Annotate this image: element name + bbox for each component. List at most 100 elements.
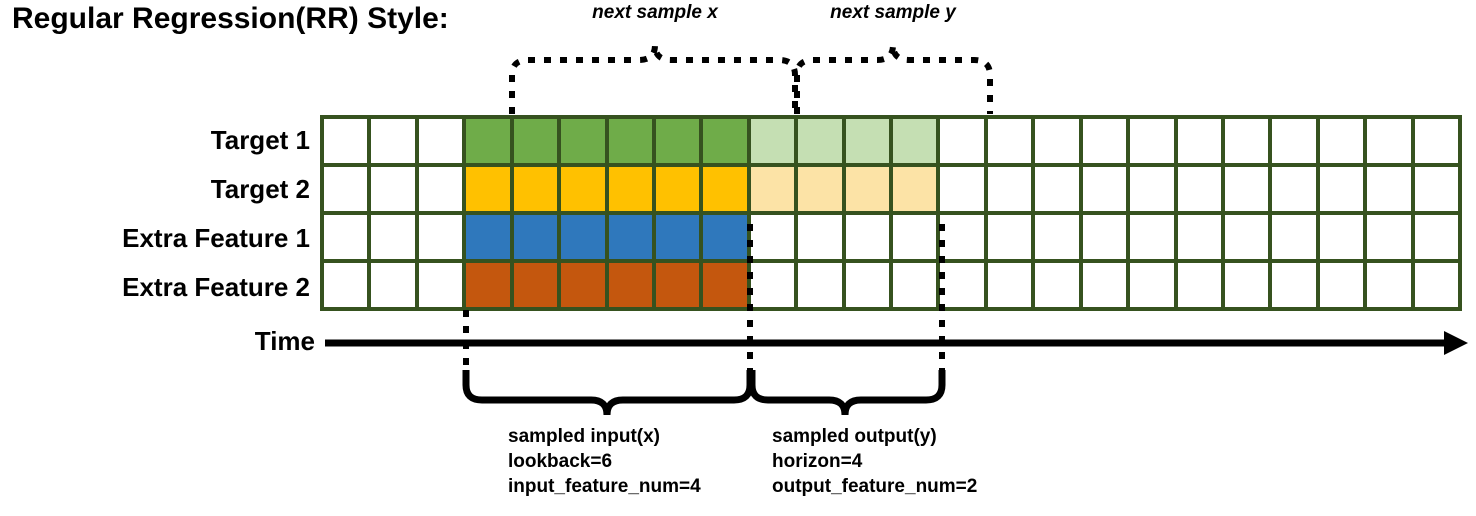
grid-cell-extra-feature-1-19 (1224, 215, 1269, 259)
grid-cell-extra-feature-2-15 (1035, 263, 1079, 307)
grid-cell-target-1-8 (703, 119, 747, 163)
grid-cell-extra-feature-1-4 (513, 215, 558, 259)
grid-cell-extra-feature-1-14 (987, 215, 1032, 259)
grid-cell-extra-feature-1-18 (1177, 215, 1221, 259)
grid-cell-extra-feature-2-11 (845, 263, 889, 307)
grid-cell-target-2-5 (561, 167, 605, 211)
grid-cell-extra-feature-2-22 (1367, 263, 1411, 307)
grid-cell-target-1-19 (1224, 119, 1269, 163)
grid-cell-target-1-21 (1319, 119, 1364, 163)
grid-cell-extra-feature-2-17 (1130, 263, 1174, 307)
grid-cell-target-2-17 (1130, 167, 1174, 211)
grid-cell-target-2-23 (1414, 167, 1458, 211)
grid-cell-extra-feature-1-0 (324, 215, 368, 259)
brace-sampled-input (462, 370, 754, 416)
grid-cell-extra-feature-2-4 (513, 263, 558, 307)
grid-cell-extra-feature-1-8 (703, 215, 747, 259)
caption-sampled-input-line-1: sampled input(x) (508, 426, 661, 447)
caption-sampled-output-line-3: output_feature_num=2 (772, 476, 978, 497)
grid-cell-extra-feature-1-16 (1082, 215, 1127, 259)
grid-cell-target-1-7 (655, 119, 700, 163)
brace-sampled-output (748, 370, 946, 416)
time-axis-label: Time (254, 326, 315, 356)
timeseries-grid (320, 115, 1462, 311)
grid-cell-target-2-6 (608, 167, 652, 211)
grid-cell-target-1-23 (1414, 119, 1458, 163)
grid-cell-extra-feature-2-1 (371, 263, 415, 307)
grid-cell-extra-feature-2-18 (1177, 263, 1221, 307)
grid-cell-target-2-11 (845, 167, 889, 211)
time-axis-arrow (325, 331, 1468, 355)
grid-cell-target-2-16 (1082, 167, 1127, 211)
grid-cell-target-2-4 (513, 167, 558, 211)
grid-cell-target-1-10 (798, 119, 842, 163)
grid-cell-target-2-15 (1035, 167, 1079, 211)
grid-cell-extra-feature-2-19 (1224, 263, 1269, 307)
grid-cell-target-1-3 (466, 119, 510, 163)
grid-cell-target-1-11 (845, 119, 889, 163)
grid-cell-extra-feature-2-8 (703, 263, 747, 307)
row-label-extra-feature-1: Extra Feature 1 (122, 223, 310, 253)
grid-cell-target-2-21 (1319, 167, 1364, 211)
grid-cell-target-2-13 (940, 167, 984, 211)
caption-sampled-input: sampled input(x) lookback=6 input_featur… (508, 424, 701, 499)
grid-cell-target-1-2 (418, 119, 463, 163)
grid-cell-extra-feature-2-16 (1082, 263, 1127, 307)
caption-sampled-input-line-3: input_feature_num=4 (508, 476, 701, 497)
grid-cell-extra-feature-2-6 (608, 263, 652, 307)
caption-sampled-output-line-1: sampled output(y) (772, 426, 937, 447)
grid-cell-target-1-13 (940, 119, 984, 163)
grid-cell-extra-feature-2-9 (750, 263, 795, 307)
grid-cell-target-2-0 (324, 167, 368, 211)
grid-cell-target-2-12 (893, 167, 937, 211)
grid-cell-target-1-6 (608, 119, 652, 163)
grid-cell-extra-feature-2-20 (1272, 263, 1316, 307)
grid-cell-extra-feature-1-5 (561, 215, 605, 259)
caption-sampled-output: sampled output(y) horizon=4 output_featu… (772, 424, 977, 499)
caption-sampled-output-line-2: horizon=4 (772, 451, 863, 472)
grid-cell-extra-feature-1-13 (940, 215, 984, 259)
grid-cell-extra-feature-2-0 (324, 263, 368, 307)
grid-cell-target-1-18 (1177, 119, 1221, 163)
grid-cell-extra-feature-2-13 (940, 263, 984, 307)
grid-cell-extra-feature-1-11 (845, 215, 889, 259)
grid-cell-extra-feature-2-21 (1319, 263, 1364, 307)
grid-cell-extra-feature-1-12 (893, 215, 937, 259)
grid-cell-extra-feature-1-15 (1035, 215, 1079, 259)
annotation-next-sample-y: next sample y (830, 2, 956, 23)
grid-cell-extra-feature-2-5 (561, 263, 605, 307)
grid-cell-target-2-18 (1177, 167, 1221, 211)
row-label-column: Target 1 Target 2 Extra Feature 1 Extra … (0, 115, 310, 311)
grid-cell-extra-feature-2-12 (893, 263, 937, 307)
grid-cell-extra-feature-1-10 (798, 215, 842, 259)
annotation-next-sample-x: next sample x (592, 2, 718, 23)
page-title: Regular Regression(RR) Style: (12, 2, 449, 35)
grid-cell-extra-feature-1-17 (1130, 215, 1174, 259)
grid-cell-target-1-15 (1035, 119, 1079, 163)
grid-cell-extra-feature-1-20 (1272, 215, 1316, 259)
grid-cell-target-2-19 (1224, 167, 1269, 211)
grid-cell-target-1-5 (561, 119, 605, 163)
grid-cell-extra-feature-2-2 (418, 263, 463, 307)
grid-cell-target-2-2 (418, 167, 463, 211)
grid-cell-target-1-16 (1082, 119, 1127, 163)
grid-cell-target-1-22 (1367, 119, 1411, 163)
grid-cell-target-1-20 (1272, 119, 1316, 163)
grid-cell-target-1-0 (324, 119, 368, 163)
grid-cell-target-2-22 (1367, 167, 1411, 211)
brace-next-sample-y (794, 44, 993, 114)
grid-cell-target-2-20 (1272, 167, 1316, 211)
grid-cell-extra-feature-1-3 (466, 215, 510, 259)
grid-cell-extra-feature-1-23 (1414, 215, 1458, 259)
grid-cell-extra-feature-2-14 (987, 263, 1032, 307)
grid-cell-target-2-3 (466, 167, 510, 211)
grid-cell-extra-feature-1-1 (371, 215, 415, 259)
grid-cell-extra-feature-2-7 (655, 263, 700, 307)
grid-cell-target-2-7 (655, 167, 700, 211)
grid-cell-target-1-14 (987, 119, 1032, 163)
grid-cell-target-1-1 (371, 119, 415, 163)
grid-cell-extra-feature-2-10 (798, 263, 842, 307)
grid-cell-target-2-10 (798, 167, 842, 211)
grid-cell-target-2-14 (987, 167, 1032, 211)
grid-cell-target-1-17 (1130, 119, 1174, 163)
